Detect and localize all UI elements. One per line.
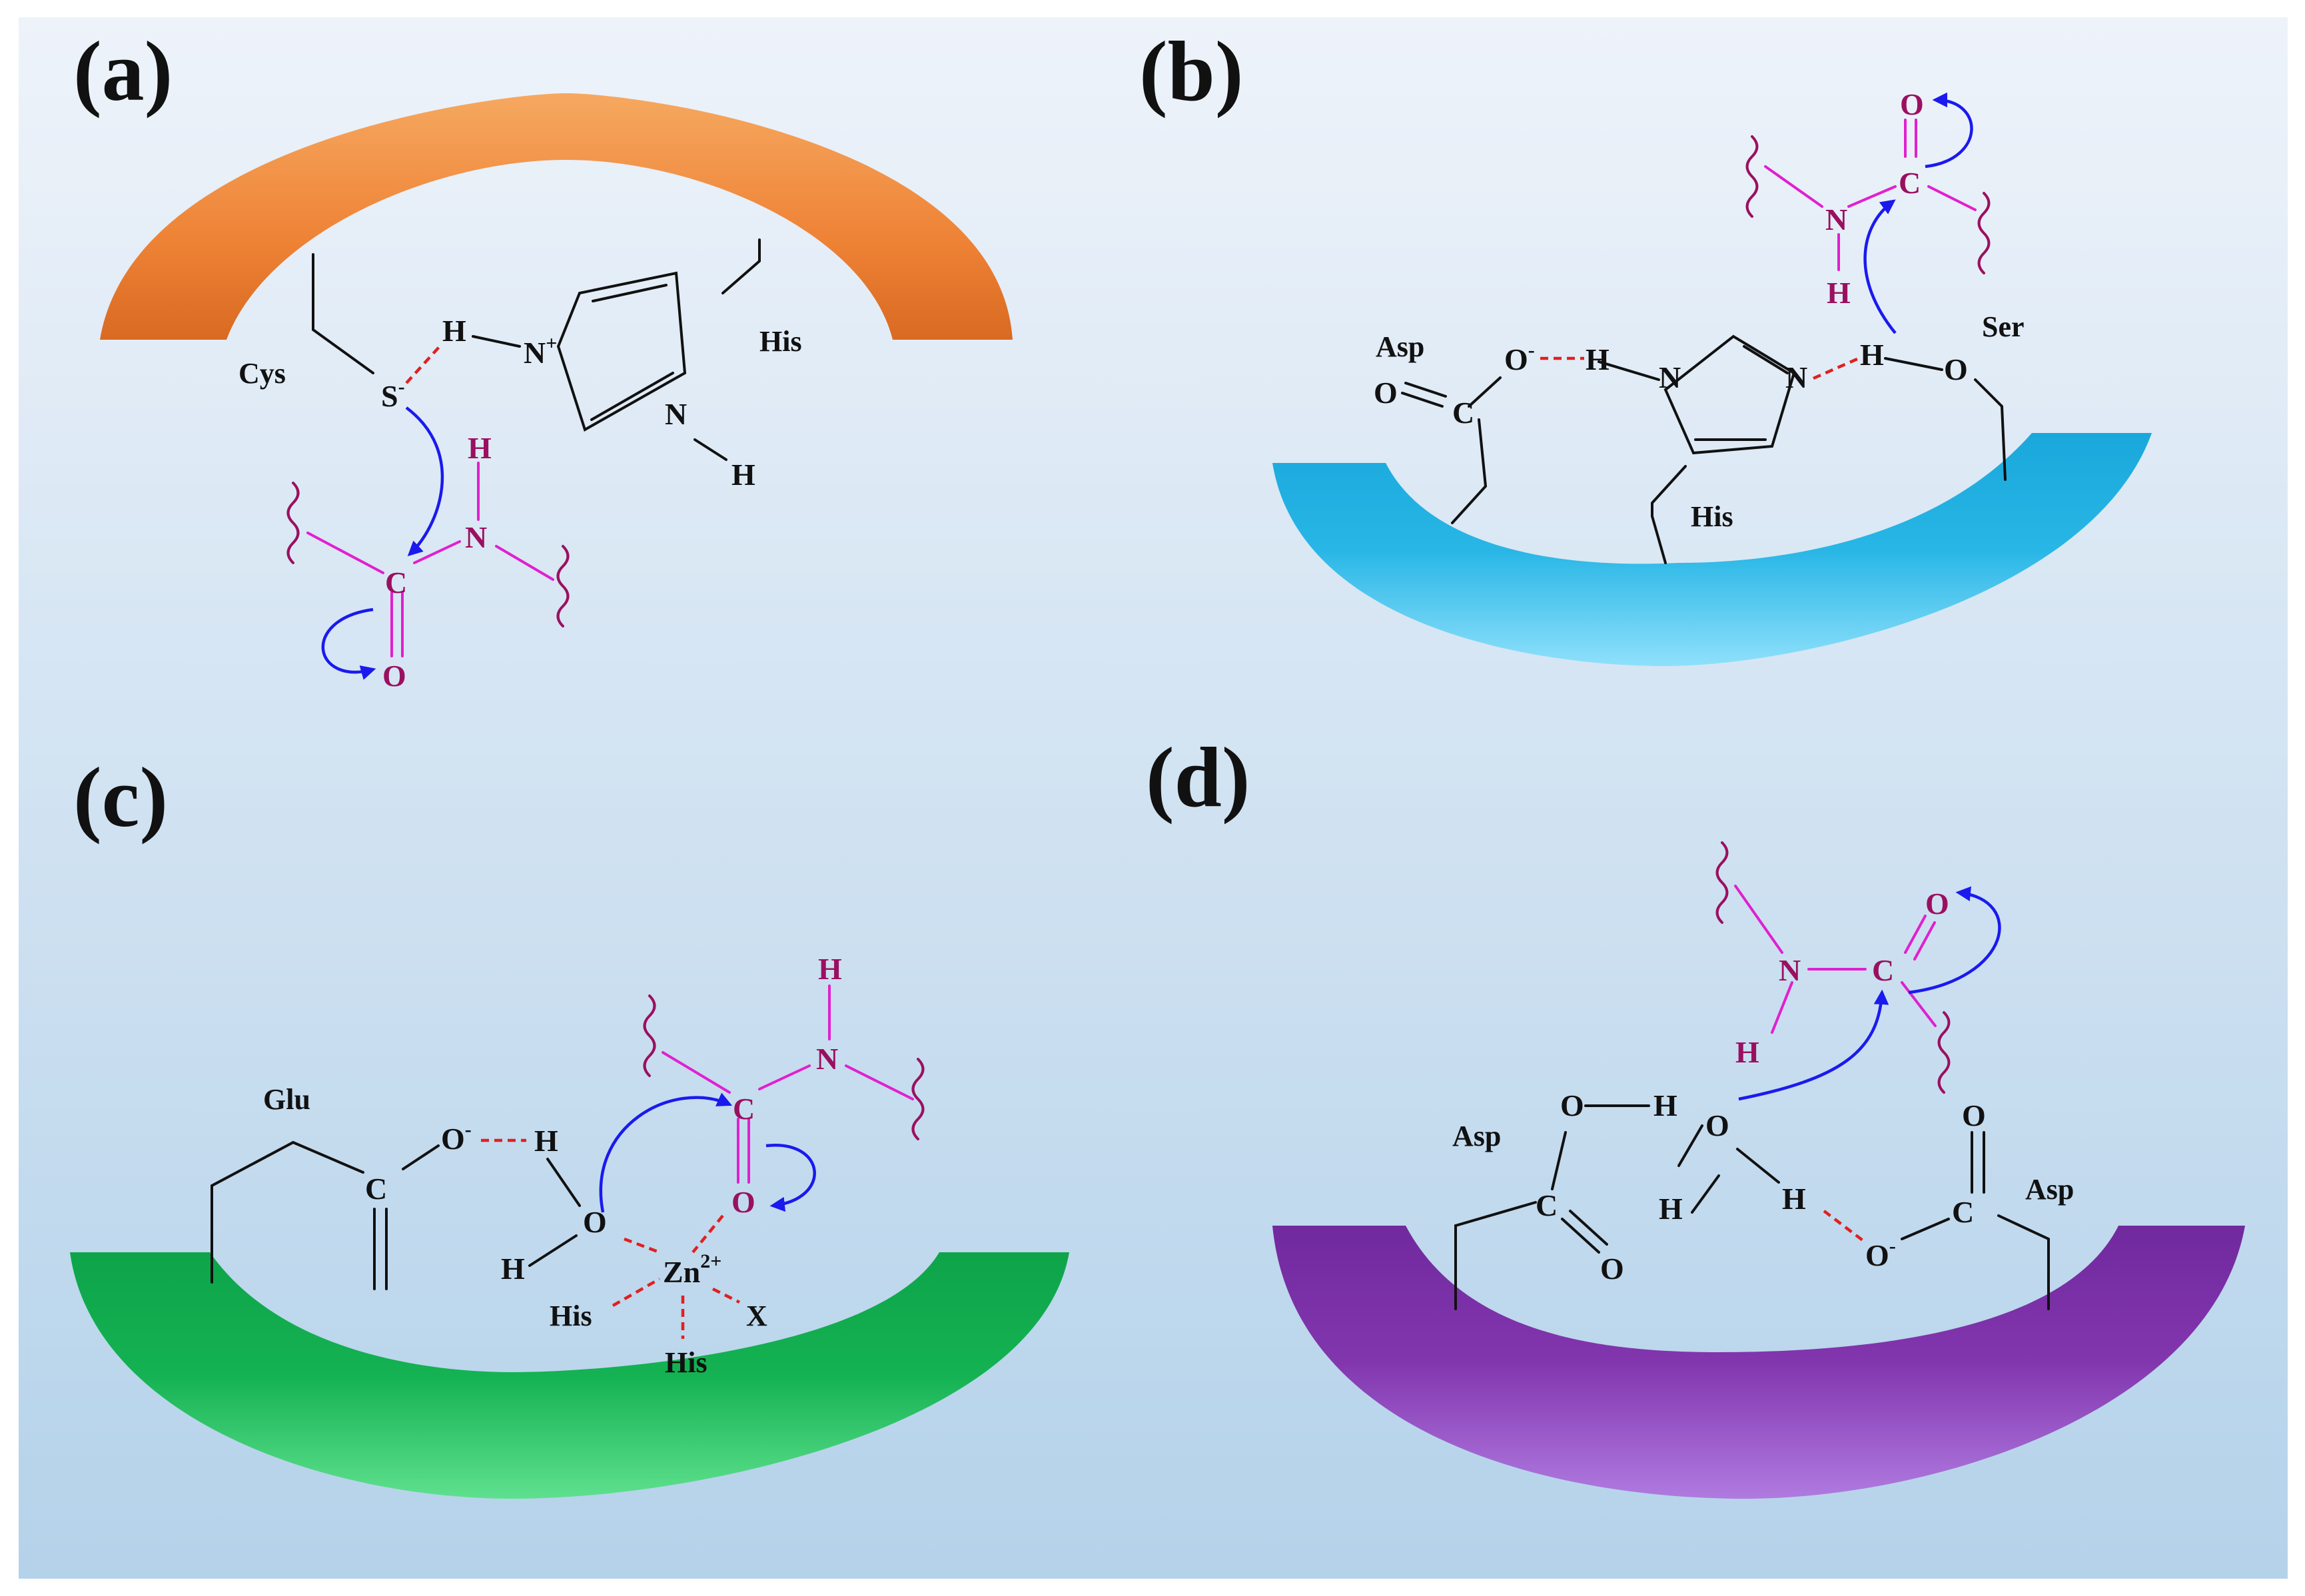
panel-a-n2-atom: N: [665, 397, 687, 431]
panel-d-asp2-label: Asp: [2025, 1173, 2074, 1206]
panel-c-enzyme-arc: [70, 1252, 1069, 1499]
panel-d-o-water: O: [1705, 1108, 1729, 1142]
panel-b-his-label: His: [1691, 500, 1733, 533]
panel-d-h-oh: H: [1653, 1088, 1677, 1122]
panel-c-c: C: [365, 1172, 387, 1206]
panel-b-arrow-attack: [1863, 199, 1897, 334]
panel-a-peptide-h: H: [468, 431, 492, 465]
panel-a-peptide-n: N: [465, 520, 487, 554]
panel-d-h-water1: H: [1659, 1192, 1683, 1226]
panel-d-peptide-c: C: [1872, 953, 1894, 987]
panel-b-peptide-h: H: [1827, 276, 1851, 310]
panel-a-h2-atom: H: [731, 458, 755, 492]
panel-b-h1: H: [1586, 342, 1610, 376]
panel-d-arrow-carbonyl: [1908, 886, 2001, 995]
panel-c-peptide-wavy-right: [911, 1058, 925, 1140]
panel-c-o-anion: O-: [441, 1118, 472, 1156]
panel-b-o-carbonyl: O: [1374, 376, 1398, 410]
panel-b-enzyme-arc: [1272, 433, 2152, 666]
panel-a-peptide-wavy-right: [556, 545, 570, 627]
panel-b-n1: N: [1659, 360, 1681, 394]
panel-c-peptide-h: H: [818, 952, 842, 986]
panel-c-label: (c): [73, 750, 168, 845]
panel-d-o-anion: O-: [1865, 1235, 1896, 1272]
panel-c-his1-label: His: [550, 1300, 592, 1332]
panel-b-label: (b): [1139, 24, 1243, 119]
panel-b-peptide-wavy-left: [1745, 135, 1759, 218]
panel-c-his2-label: His: [665, 1346, 707, 1379]
panel-d-peptide-wavy-right: [1937, 1011, 1951, 1094]
panel-b-o-anion: O-: [1504, 339, 1535, 376]
panel-d: (d) O H C O O H H O C O- Asp Asp: [1146, 730, 2245, 1499]
panel-a-arrow-attack: [405, 406, 444, 557]
panel-a-peptide-wavy-left: [286, 482, 300, 564]
panel-c-h-top: H: [534, 1124, 558, 1158]
panel-a-label: (a): [73, 24, 173, 119]
panel-d-o-c1: O: [1600, 1252, 1624, 1286]
panel-d-arrow-attack: [1738, 989, 1889, 1101]
panel-c-zn: Zn2+: [663, 1250, 721, 1289]
panel-d-o-oh: O: [1560, 1088, 1584, 1122]
panel-a-n1-atom: N+: [524, 332, 557, 370]
panel-b-peptide-n: N: [1825, 202, 1847, 236]
panel-d-c2: C: [1952, 1195, 1974, 1229]
panel-b-peptide-c: C: [1899, 166, 1921, 200]
panel-c-peptide-n: N: [816, 1042, 838, 1076]
panel-d-peptide-n: N: [1779, 953, 1801, 987]
panel-a-enzyme-arc: [100, 93, 1013, 340]
panel-b-asp-label: Asp: [1376, 330, 1424, 363]
panel-d-h-water2: H: [1782, 1182, 1806, 1216]
panel-d-c1: C: [1536, 1188, 1558, 1222]
background-panel: [19, 17, 2288, 1579]
panel-c-peptide-o: O: [731, 1185, 755, 1219]
panel-b-peptide-wavy-right: [1977, 192, 1991, 274]
panel-a-s-atom: S-: [381, 376, 405, 413]
panel-a-peptide-o: O: [382, 659, 406, 693]
panel-d-peptide-o: O: [1925, 887, 1949, 921]
panel-b-h2: H: [1860, 338, 1884, 372]
panel-d-enzyme-arc: [1272, 1226, 2245, 1499]
panel-c-h-water: H: [501, 1252, 525, 1286]
panel-b-n2: N: [1785, 360, 1807, 394]
panel-c-peptide-wavy-left: [643, 995, 656, 1077]
panel-a-peptide-c: C: [385, 566, 407, 599]
panel-c-peptide-c: C: [733, 1092, 755, 1126]
panel-c-arrow-attack: [599, 1092, 733, 1213]
panel-a-his-label: His: [759, 325, 802, 358]
panel-a: (a) S- H N+ N H Cys His H N C O: [73, 24, 1013, 693]
panel-d-label: (d): [1146, 730, 1250, 825]
panel-b: (b) O C O- H N N H O Asp His Ser: [1139, 24, 2152, 666]
panel-c: (c) C O- H O H Zn2+ Glu His His X: [70, 750, 1069, 1499]
panel-b-arrow-carbonyl: [1925, 92, 1973, 169]
panel-d-asp1-label: Asp: [1452, 1120, 1501, 1152]
panel-b-o-ser: O: [1944, 352, 1968, 386]
panel-c-x-label: X: [746, 1300, 767, 1332]
panel-b-ser-label: Ser: [1982, 310, 2025, 343]
panel-a-cys-label: Cys: [238, 357, 286, 390]
panel-d-peptide-h: H: [1735, 1035, 1759, 1069]
panel-d-o-top2: O: [1962, 1098, 1986, 1132]
panel-a-arrow-carbonyl: [321, 607, 376, 680]
panel-c-glu-label: Glu: [263, 1083, 310, 1116]
panel-a-h1-atom: H: [442, 314, 466, 348]
panel-b-peptide-o: O: [1900, 87, 1924, 121]
panel-c-arrow-carbonyl: [765, 1143, 816, 1212]
panel-b-c: C: [1452, 396, 1474, 430]
panel-d-peptide-wavy-left: [1715, 841, 1729, 924]
